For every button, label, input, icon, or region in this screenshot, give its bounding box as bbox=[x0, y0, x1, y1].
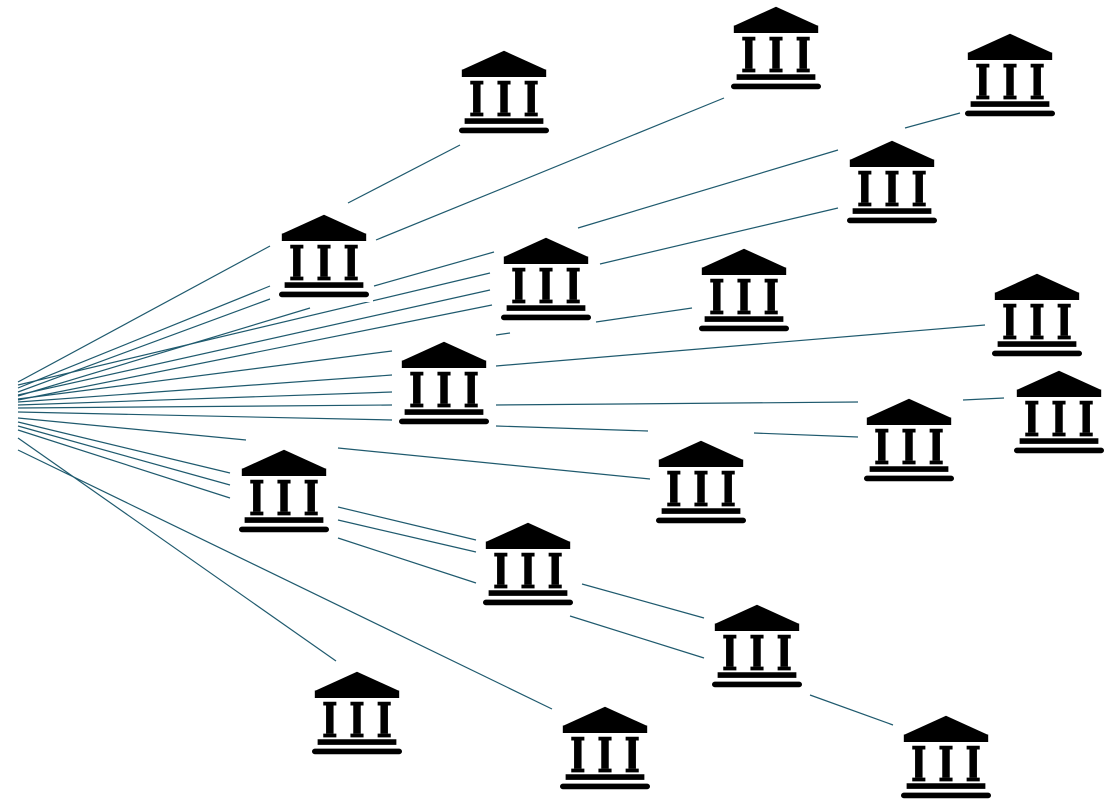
connection-line bbox=[373, 251, 495, 287]
connection-line bbox=[809, 694, 894, 726]
connection-line bbox=[495, 401, 859, 406]
connection-line bbox=[17, 417, 247, 441]
connection-line bbox=[569, 615, 705, 659]
connection-line bbox=[17, 307, 311, 397]
connection-line bbox=[347, 144, 461, 204]
connection-line bbox=[17, 404, 393, 409]
connection-line bbox=[17, 304, 493, 401]
connection-line bbox=[495, 425, 649, 432]
connection-line bbox=[337, 447, 651, 480]
connection-line bbox=[595, 307, 693, 323]
connection-line bbox=[577, 149, 839, 229]
connection-line bbox=[375, 97, 725, 241]
connection-line bbox=[753, 432, 859, 438]
connection-line bbox=[17, 421, 231, 474]
connection-line bbox=[17, 411, 393, 421]
connection-line bbox=[17, 285, 271, 389]
connection-line bbox=[17, 350, 393, 400]
connection-line bbox=[17, 374, 393, 403]
connection-line bbox=[962, 397, 1005, 401]
connection-line bbox=[17, 449, 553, 710]
connection-line bbox=[904, 112, 961, 129]
connection-line bbox=[17, 298, 271, 393]
connection-line bbox=[17, 429, 231, 499]
connection-line bbox=[17, 391, 393, 406]
connection-line bbox=[495, 332, 511, 336]
connection-line bbox=[337, 519, 477, 553]
connection-line bbox=[581, 583, 705, 619]
connection-line bbox=[337, 506, 477, 541]
connection-line bbox=[337, 537, 477, 584]
connection-line bbox=[495, 324, 986, 367]
connection-line bbox=[17, 272, 491, 386]
connection-line bbox=[17, 245, 271, 383]
connection-lines bbox=[17, 97, 1005, 726]
institution-nodes bbox=[235, 2, 1104, 802]
connection-line bbox=[17, 289, 491, 396]
connection-line bbox=[17, 425, 231, 486]
connection-line bbox=[599, 207, 839, 265]
